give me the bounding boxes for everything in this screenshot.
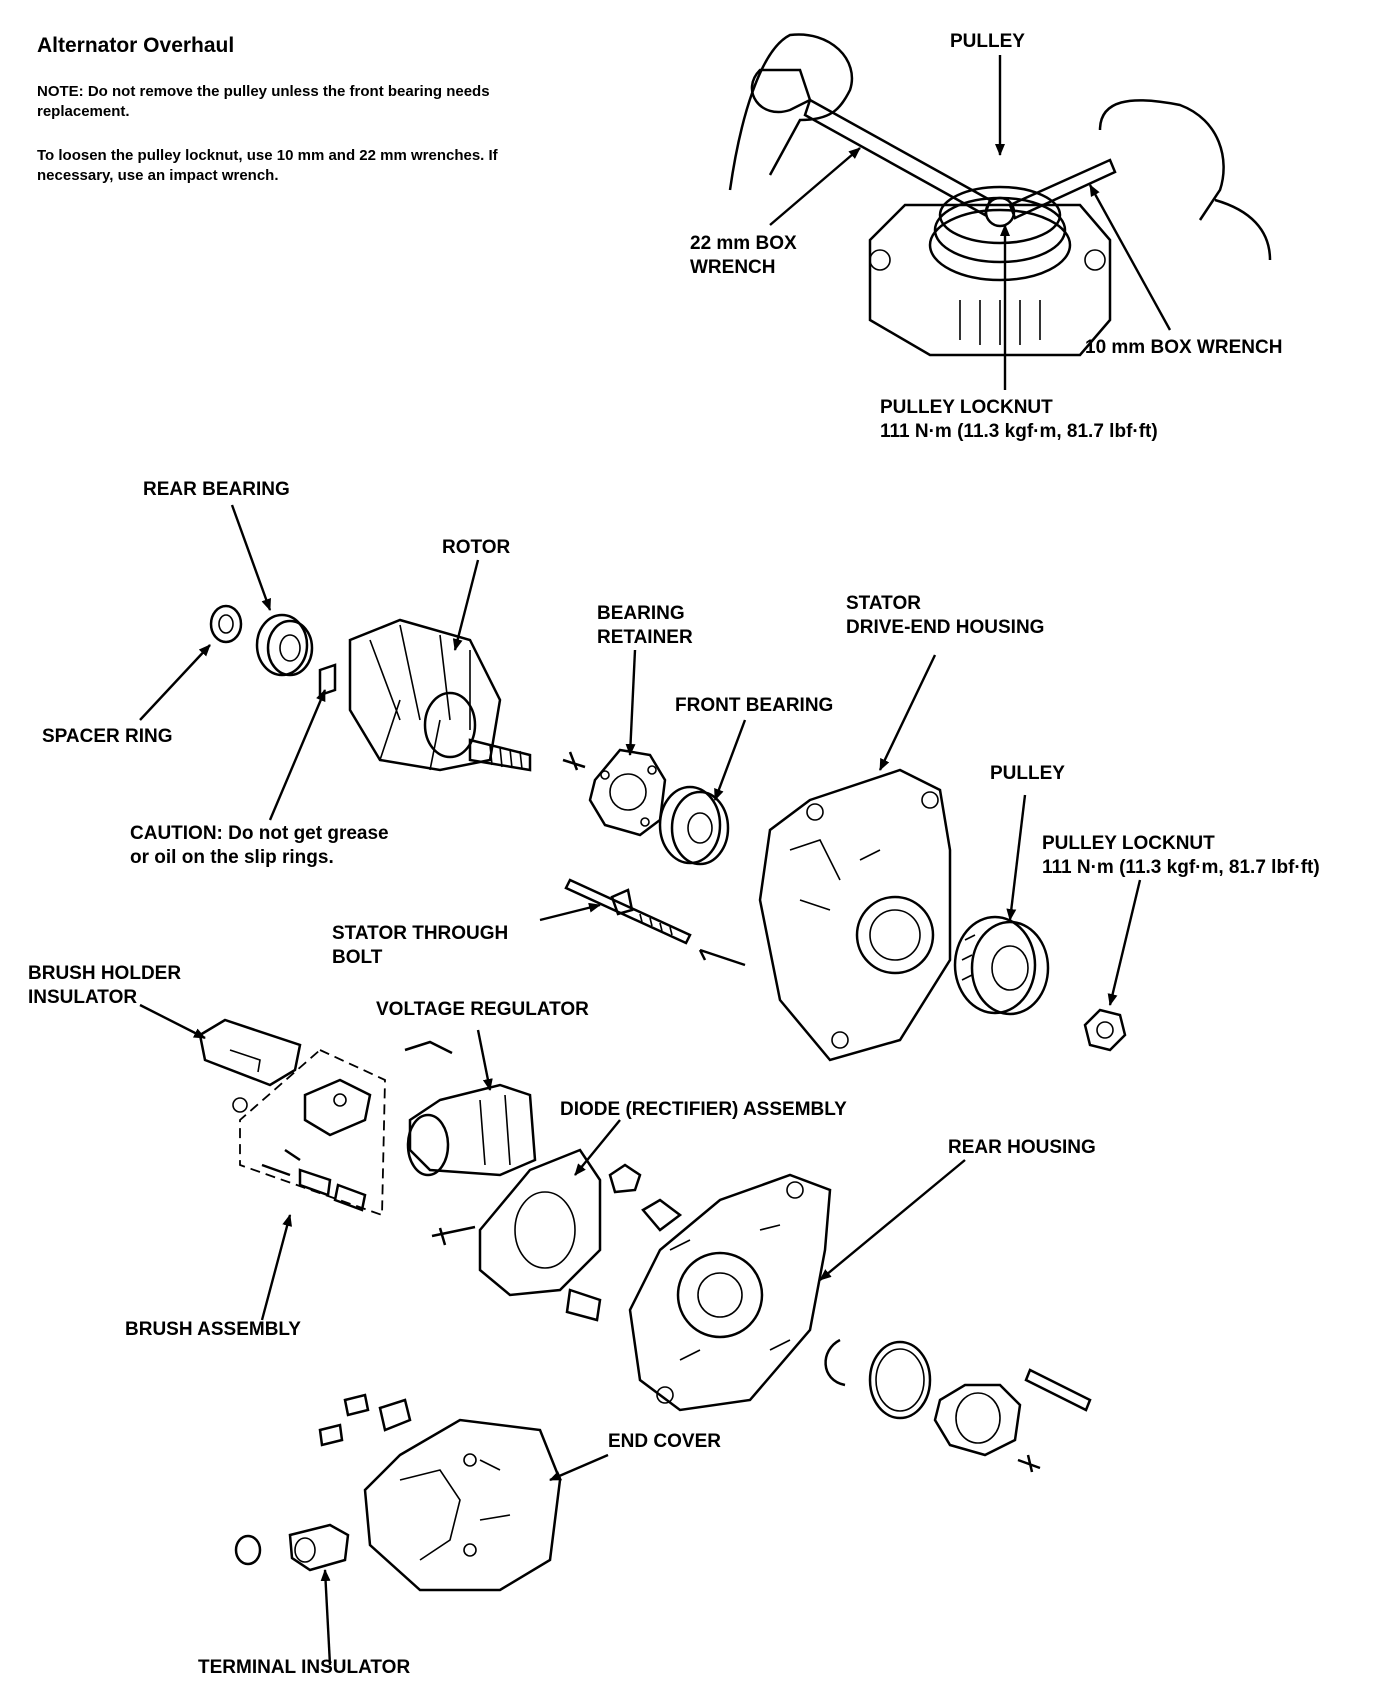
- rear-housing-drawing: [608, 1163, 832, 1412]
- label-brush-assembly: BRUSH ASSEMBLY: [125, 1319, 301, 1340]
- arrow-bearing-retainer: [625, 649, 637, 756]
- o-ring-drawing: [868, 1340, 932, 1420]
- arrow-brush-holder: [139, 1003, 206, 1040]
- arrow-stator-housing: [878, 654, 937, 771]
- end-cover-drawing: [318, 1393, 562, 1592]
- arrow-front-bearing: [713, 719, 747, 801]
- hand-left-drawing: [728, 33, 854, 191]
- arrow-pulley: [1006, 794, 1027, 921]
- arrow-diode: [574, 1119, 621, 1176]
- terminal-insulator-drawing: [234, 1523, 350, 1572]
- label-pulley: PULLEY: [990, 763, 1065, 784]
- top-alternator-drawing: [868, 185, 1112, 357]
- pulley-locknut-drawing: [1083, 1008, 1127, 1052]
- label-front-bearing: FRONT BEARING: [675, 695, 834, 716]
- arrow-rear-housing: [819, 1159, 966, 1281]
- c-clip-drawing: [824, 1338, 846, 1387]
- hand-right-drawing: [1098, 99, 1272, 261]
- rear-bearing-drawing: [255, 613, 314, 677]
- label-spacer-ring: SPACER RING: [42, 726, 173, 747]
- arrow-voltage-regulator: [476, 1029, 493, 1091]
- label-rotor: ROTOR: [442, 537, 511, 558]
- arrow-through-bolt: [539, 902, 601, 922]
- arrow-rear-bearing: [230, 504, 272, 611]
- arrow-brush-assembly: [260, 1214, 292, 1321]
- label-diode-assembly: DIODE (RECTIFIER) ASSEMBLY: [560, 1099, 847, 1120]
- 10mm-box-wrench-drawing: [1008, 158, 1117, 220]
- front-bearing-drawing: [658, 785, 730, 866]
- page-title: Alternator Overhaul: [37, 34, 235, 57]
- pulley-drawing: [953, 915, 1050, 1016]
- diode-assembly-drawing: [431, 1148, 602, 1322]
- note-text: NOTE: Do not remove the pulley unless th…: [37, 83, 490, 120]
- label-pulley-top: PULLEY: [950, 31, 1025, 52]
- stator-through-bolt-drawing: [564, 878, 746, 967]
- label-rear-bearing: REAR BEARING: [143, 479, 290, 500]
- brush-holder-insulator-drawing: [198, 1018, 302, 1087]
- leader-arrows: [139, 55, 1172, 1666]
- instruction-text: To loosen the pulley locknut, use 10 mm …: [37, 147, 498, 184]
- spacer-ring-drawing: [209, 604, 243, 644]
- label-10mm-box-wrench: 10 mm BOX WRENCH: [1085, 337, 1283, 358]
- arrow-locknut: [1107, 879, 1142, 1006]
- arrow-10mm-wrench: [1088, 184, 1172, 331]
- label-terminal-insulator: TERMINAL INSULATOR: [198, 1657, 411, 1678]
- brush-assembly-drawing: [232, 1048, 386, 1217]
- rotor-drawing: [318, 618, 532, 772]
- 22mm-box-wrench-drawing: [750, 68, 992, 217]
- arrow-caution: [268, 689, 327, 821]
- label-end-cover: END COVER: [608, 1431, 721, 1452]
- arrow-terminal-insulator: [320, 1569, 332, 1666]
- voltage-regulator-drawing: [404, 1040, 537, 1177]
- arrow-end-cover: [549, 1453, 609, 1482]
- arrow-spacer-ring: [139, 644, 211, 721]
- label-voltage-regulator: VOLTAGE REGULATOR: [376, 999, 589, 1020]
- arrow-rotor: [452, 559, 480, 651]
- bearing-retainer-drawing: [562, 748, 667, 837]
- bearing-cover-drawing: [933, 1368, 1092, 1473]
- label-rear-housing: REAR HOUSING: [948, 1137, 1096, 1158]
- stator-drive-end-housing-drawing: [758, 768, 952, 1062]
- arrow-22mm-wrench: [769, 147, 861, 226]
